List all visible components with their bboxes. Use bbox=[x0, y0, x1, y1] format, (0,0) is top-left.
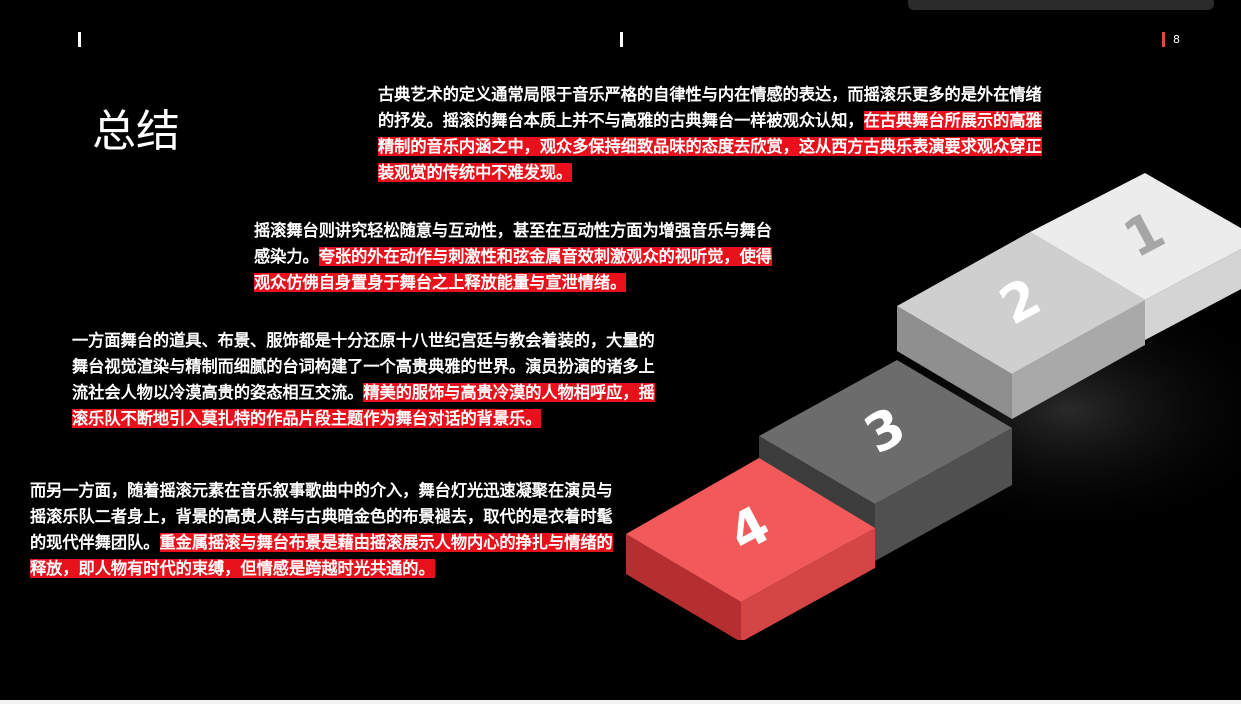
paragraph-text: 古典艺术的定义通常局限于音乐严格的自律性与内在情感的表达，而摇滚乐更多的是外在情… bbox=[378, 85, 1042, 130]
step-block-front-face bbox=[741, 528, 875, 640]
paragraph-classical-stage: 古典艺术的定义通常局限于音乐严格的自律性与内在情感的表达，而摇滚乐更多的是外在情… bbox=[378, 82, 1053, 186]
floating-toolbar-edge bbox=[908, 0, 1214, 10]
step-block-2: 2 bbox=[897, 232, 1145, 419]
step-block-top-face bbox=[1030, 173, 1241, 300]
header-tick-left bbox=[78, 32, 81, 47]
page-number-text: 8 bbox=[1173, 33, 1180, 46]
step-block-side-face bbox=[897, 306, 1012, 419]
step-block-side-face bbox=[626, 534, 741, 640]
page-number-accent bbox=[1162, 32, 1165, 47]
bottom-scrollbar bbox=[0, 700, 1241, 704]
page-number: 8 bbox=[1162, 32, 1180, 47]
paragraph-text: 摇滚舞台则讲究轻松随意与互动性，甚至在互动性方面为增强音乐与舞台感染力。 bbox=[254, 221, 772, 266]
step-block-front-face bbox=[1012, 300, 1145, 419]
step-block-top-face bbox=[626, 458, 875, 602]
step-block-top-face bbox=[897, 232, 1145, 374]
paragraph-lighting-rock: 而另一方面，随着摇滚元素在音乐叙事歌曲中的介入，舞台灯光迅速凝聚在演员与摇滚乐队… bbox=[30, 478, 614, 582]
step-block-top-face bbox=[759, 360, 1012, 504]
paragraph-text: 一方面舞台的道具、布景、服饰都是十分还原十八世纪宫廷与教会着装的，大量的舞台视觉… bbox=[72, 331, 655, 402]
paragraph-props-costumes: 一方面舞台的道具、布景、服饰都是十分还原十八世纪宫廷与教会着装的，大量的舞台视觉… bbox=[72, 328, 662, 432]
step-block-front-face bbox=[875, 428, 1012, 561]
paragraph-rock-stage: 摇滚舞台则讲究轻松随意与互动性，甚至在互动性方面为增强音乐与舞台感染力。夸张的外… bbox=[254, 218, 784, 296]
slide-title: 总结 bbox=[92, 106, 180, 157]
paragraph-text: 而另一方面，随着摇滚元素在音乐叙事歌曲中的介入，舞台灯光迅速凝聚在演员与摇滚乐队… bbox=[30, 481, 613, 552]
step-block-front-face bbox=[1145, 249, 1241, 340]
header-tick-center bbox=[620, 32, 623, 47]
step-block-4: 4 bbox=[626, 458, 875, 640]
